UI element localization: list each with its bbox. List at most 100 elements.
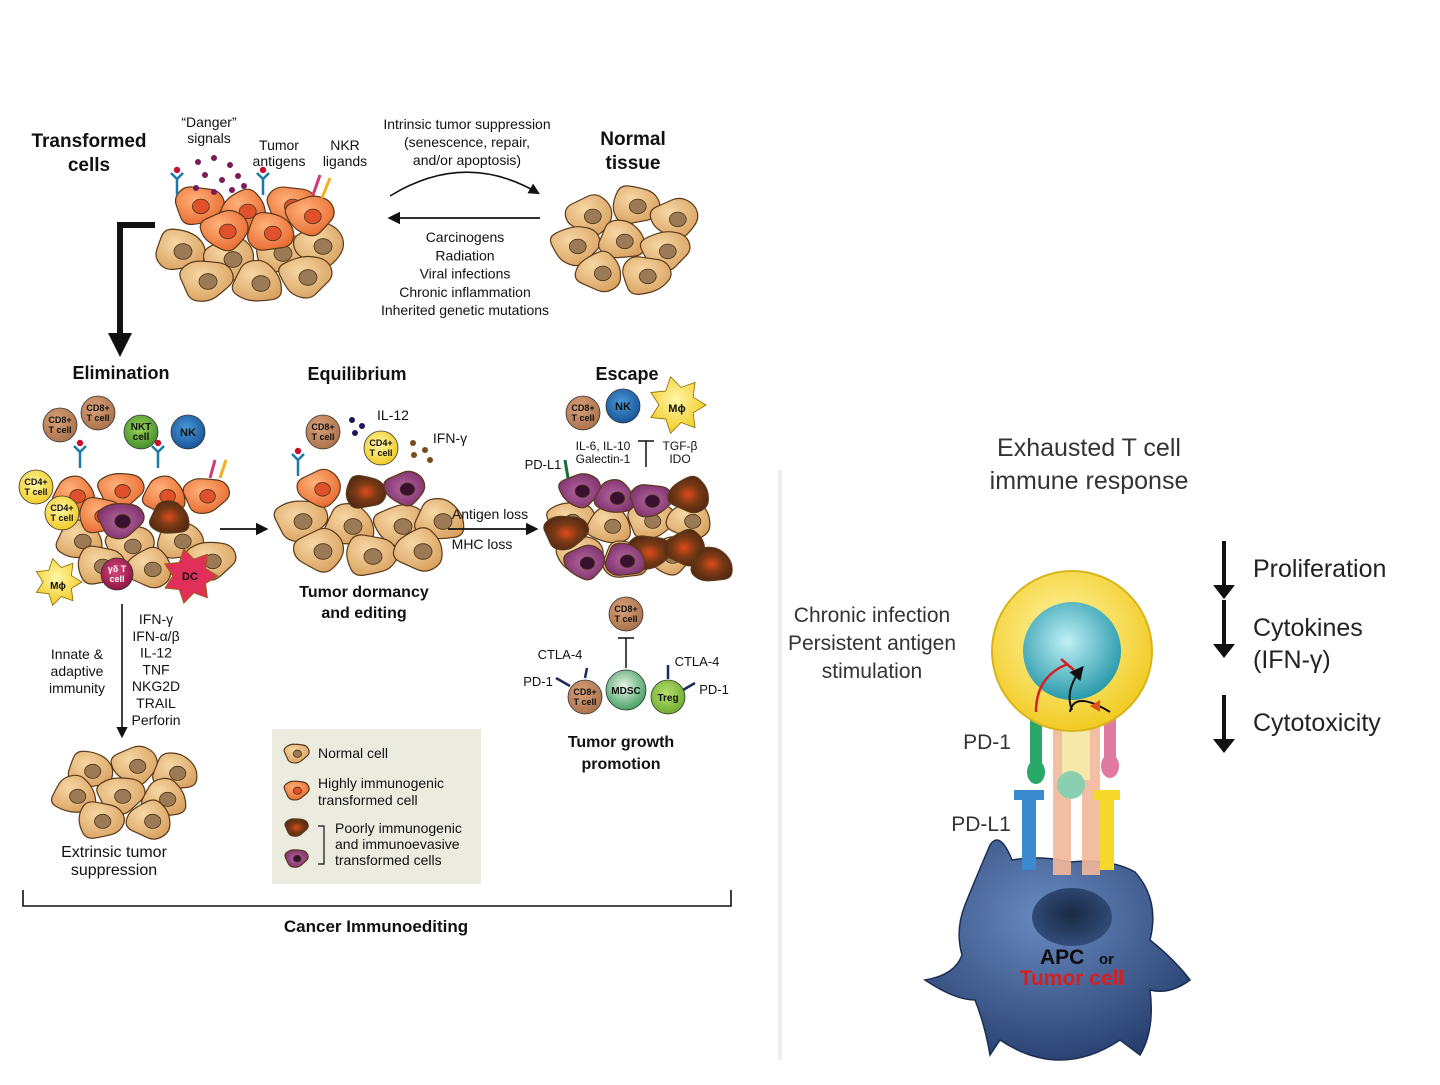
cd4-tcell-label-line: CD4+	[24, 477, 47, 487]
immunoediting-title: Cancer Immunoediting	[284, 917, 468, 936]
extrinsic-normal-cell-nucleus	[114, 788, 132, 804]
mdsc-cell-label-line: MDSC	[611, 686, 640, 697]
nk-cell-label: NK	[615, 401, 631, 413]
ctla4-receptor-icon	[583, 667, 589, 679]
intrinsic-suppression-label: Intrinsic tumor suppression(senescence, …	[383, 116, 550, 168]
cd8-tcell	[80, 395, 116, 431]
transformed-high-cell-nucleus	[263, 225, 282, 242]
normal-tissue-cell-nucleus	[638, 268, 657, 285]
legend-normal-swatch-nucleus	[292, 749, 302, 758]
ifng-dot	[427, 457, 433, 463]
transformed-normal-cell-nucleus	[313, 238, 333, 255]
antigen-receptor-icon	[151, 439, 165, 468]
normal-tissue-cell-nucleus	[615, 233, 634, 250]
escape-brown-cell-body	[543, 515, 590, 551]
transformed-normal-cell	[179, 260, 234, 302]
transformed-normal-cell-nucleus	[251, 275, 271, 292]
cd4-tcell-label-line: CD4+	[50, 503, 73, 513]
elim-normal-cell-nucleus	[174, 533, 192, 550]
effect-label: Proliferation	[1253, 555, 1386, 583]
chronic-label-line: Persistent antigen	[788, 632, 956, 655]
escape-brown-cell	[667, 475, 709, 514]
effectors-list-line: IFN-γ	[139, 611, 173, 627]
cd4-tcell	[363, 430, 399, 466]
ifng-dot	[411, 452, 417, 458]
elimination-title-line: Elimination	[72, 363, 169, 383]
il12-label-line: IL-12	[377, 407, 409, 423]
equil-normal-cell-nucleus	[343, 518, 363, 535]
antigen-receptor-icon-arms	[73, 445, 87, 454]
nk-cell-label-line: NK	[615, 401, 631, 413]
pdl1-ligand-icon	[563, 459, 570, 479]
effect-label-line: Cytotoxicity	[1253, 709, 1381, 737]
equil-normal-cell-nucleus	[293, 513, 313, 530]
legend-purple-swatch-nucleus	[292, 854, 302, 863]
dendritic-cell-icon	[164, 547, 219, 605]
danger-signal-dot	[202, 172, 208, 178]
legend-poorly-label-line: and immunoevasive	[335, 836, 460, 852]
dc-label: DC	[182, 571, 198, 583]
danger-signal-dot	[211, 155, 217, 161]
escape-title-line: Escape	[595, 364, 658, 384]
dc-label-line: DC	[182, 571, 198, 583]
transformed-cells-title-line: Transformed	[31, 131, 146, 152]
legend-normal-label-line: Normal cell	[318, 745, 388, 761]
cd8-tcell-label-line: CD8+	[571, 403, 594, 413]
cd4-tcell-label-line: T cell	[369, 448, 392, 458]
arrows-and-connectors	[22, 171, 1235, 907]
ctla4-label: CTLA-4	[538, 647, 583, 662]
apc-label-line: APC	[1040, 946, 1084, 969]
tcell-nucleus	[1023, 602, 1121, 700]
nkt-cell-label-line: NKT	[131, 422, 152, 433]
legend-brown-swatch	[284, 818, 309, 837]
transformed-high-cell	[174, 186, 225, 226]
extrinsic-normal-cell	[78, 801, 125, 839]
cd8-tcell	[567, 679, 603, 715]
escape-purple-cell-nucleus	[619, 554, 636, 568]
nkr-ligands-label-line: NKR	[330, 137, 360, 153]
transformed-high-cell	[199, 209, 249, 252]
elim-brown-cell-body	[149, 500, 190, 534]
cd8-tcell-label-line: CD8+	[573, 687, 596, 697]
cd8-tcell-label: CD8+T cell	[311, 422, 334, 442]
cd8-tcell-label-line: CD8+	[48, 415, 71, 425]
normal-tissue-cell-nucleus	[583, 208, 602, 225]
effectors-list-line: Perforin	[131, 712, 180, 728]
equil-normal-cell-nucleus	[363, 548, 383, 565]
escape-normal-cell-nucleus	[604, 518, 622, 534]
extrinsic-normal-cell-nucleus	[69, 788, 87, 804]
cd8-tcell	[305, 414, 341, 450]
cd8-tcell-label-line: CD8+	[86, 403, 109, 413]
legend-normal-label: Normal cell	[318, 745, 388, 761]
legend-purple-swatch	[284, 849, 309, 868]
transformed-normal-cell	[278, 255, 333, 299]
cd4-tcell	[18, 469, 54, 505]
normal-tissue-cell	[574, 250, 622, 293]
legend-high-swatch	[283, 780, 310, 801]
effect-label: Cytotoxicity	[1253, 709, 1381, 737]
nkt-cell	[123, 414, 159, 450]
escape-title: Escape	[595, 364, 658, 384]
causes-list-line: Carcinogens	[426, 229, 505, 245]
effect-label-line: (IFN-γ)	[1253, 646, 1331, 674]
ifng-dot	[410, 440, 416, 446]
danger-signals-label-line: “Danger”	[181, 114, 237, 130]
transformed-high-cell-nucleus	[192, 198, 210, 215]
effectors-list-line: IFN-α/β	[132, 628, 179, 644]
antigen-receptor-icon	[291, 447, 305, 476]
pd1-label-line: PD-1	[523, 674, 553, 689]
danger-signal-dot	[211, 189, 217, 195]
cd8-tcell	[565, 395, 601, 431]
transformed-normal-cell-nucleus	[198, 273, 218, 290]
mdsc-cell-label: MDSC	[611, 686, 640, 697]
immunoediting-title-line: Cancer Immunoediting	[284, 917, 468, 936]
apc-label: APC	[1040, 946, 1084, 969]
down-arrowhead-icon	[1213, 585, 1235, 599]
